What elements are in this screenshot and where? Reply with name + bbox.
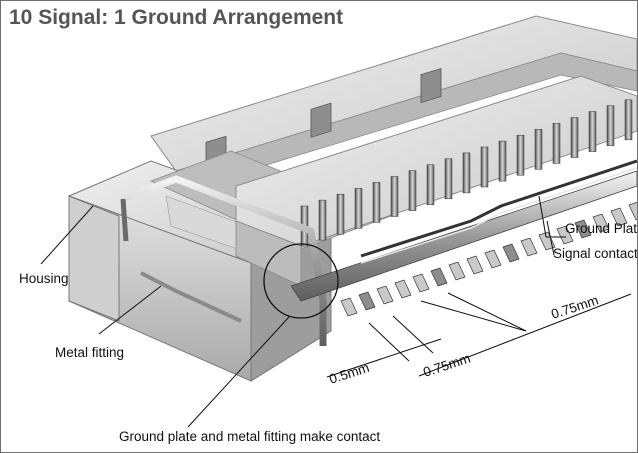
contact-ridge xyxy=(498,140,507,182)
contact-ridge xyxy=(516,134,525,176)
contact-ridge xyxy=(588,111,597,152)
signal-contact-terminals xyxy=(340,201,637,317)
contact-ridge xyxy=(354,188,363,229)
label-signal-contact: Signal contact xyxy=(553,246,637,261)
dim-pitch-0-75-a: 0.75mm xyxy=(421,351,472,380)
signal-terminal xyxy=(556,225,574,245)
signal-terminal xyxy=(574,219,592,239)
contact-ridge xyxy=(552,123,561,164)
contact-ridge xyxy=(372,182,381,223)
contact-ridge xyxy=(408,170,417,211)
contact-ridge xyxy=(336,193,345,235)
signal-terminal xyxy=(430,267,448,287)
signal-terminal xyxy=(340,297,358,317)
signal-terminal xyxy=(592,213,610,233)
signal-terminal xyxy=(628,201,637,221)
signal-terminal xyxy=(358,291,376,311)
signal-terminal xyxy=(484,249,502,269)
signal-terminal xyxy=(376,285,394,305)
signal-contact-rows xyxy=(300,99,633,247)
leader-lines xyxy=(40,195,566,428)
contact-ridge xyxy=(426,164,435,205)
signal-terminal xyxy=(502,243,520,263)
contact-ridge xyxy=(390,176,399,217)
contact-ridge xyxy=(570,117,579,158)
signal-terminal xyxy=(412,273,430,293)
label-ground-plate: Ground Plate xyxy=(565,221,637,236)
signal-terminal xyxy=(448,261,466,281)
signal-terminal xyxy=(610,207,628,227)
page-title: 10 Signal: 1 Ground Arrangement xyxy=(9,6,348,32)
dim-pitch-0-5: 0.5mm xyxy=(327,360,371,387)
label-contact-note: Ground plate and metal fitting make cont… xyxy=(119,429,380,444)
contact-ridge xyxy=(534,129,543,170)
dim-pitch-0-75-b: 0.75mm xyxy=(549,293,600,322)
signal-terminal xyxy=(466,255,484,275)
dimension-lines xyxy=(326,292,632,378)
contact-ridge xyxy=(606,105,615,146)
signal-terminal xyxy=(394,279,412,299)
contact-ridge xyxy=(462,152,471,194)
center-tongue xyxy=(235,75,637,287)
contact-ridge xyxy=(318,199,327,241)
ground-plate xyxy=(290,159,637,302)
contact-callout-circle xyxy=(263,243,339,319)
contact-ridge xyxy=(480,146,489,188)
label-metal-fitting: Metal fitting xyxy=(55,345,124,360)
metal-fitting xyxy=(120,175,327,346)
contact-ridge xyxy=(624,99,633,141)
label-housing: Housing xyxy=(19,271,69,286)
signal-terminal xyxy=(520,237,538,257)
contact-ridge xyxy=(444,158,453,200)
